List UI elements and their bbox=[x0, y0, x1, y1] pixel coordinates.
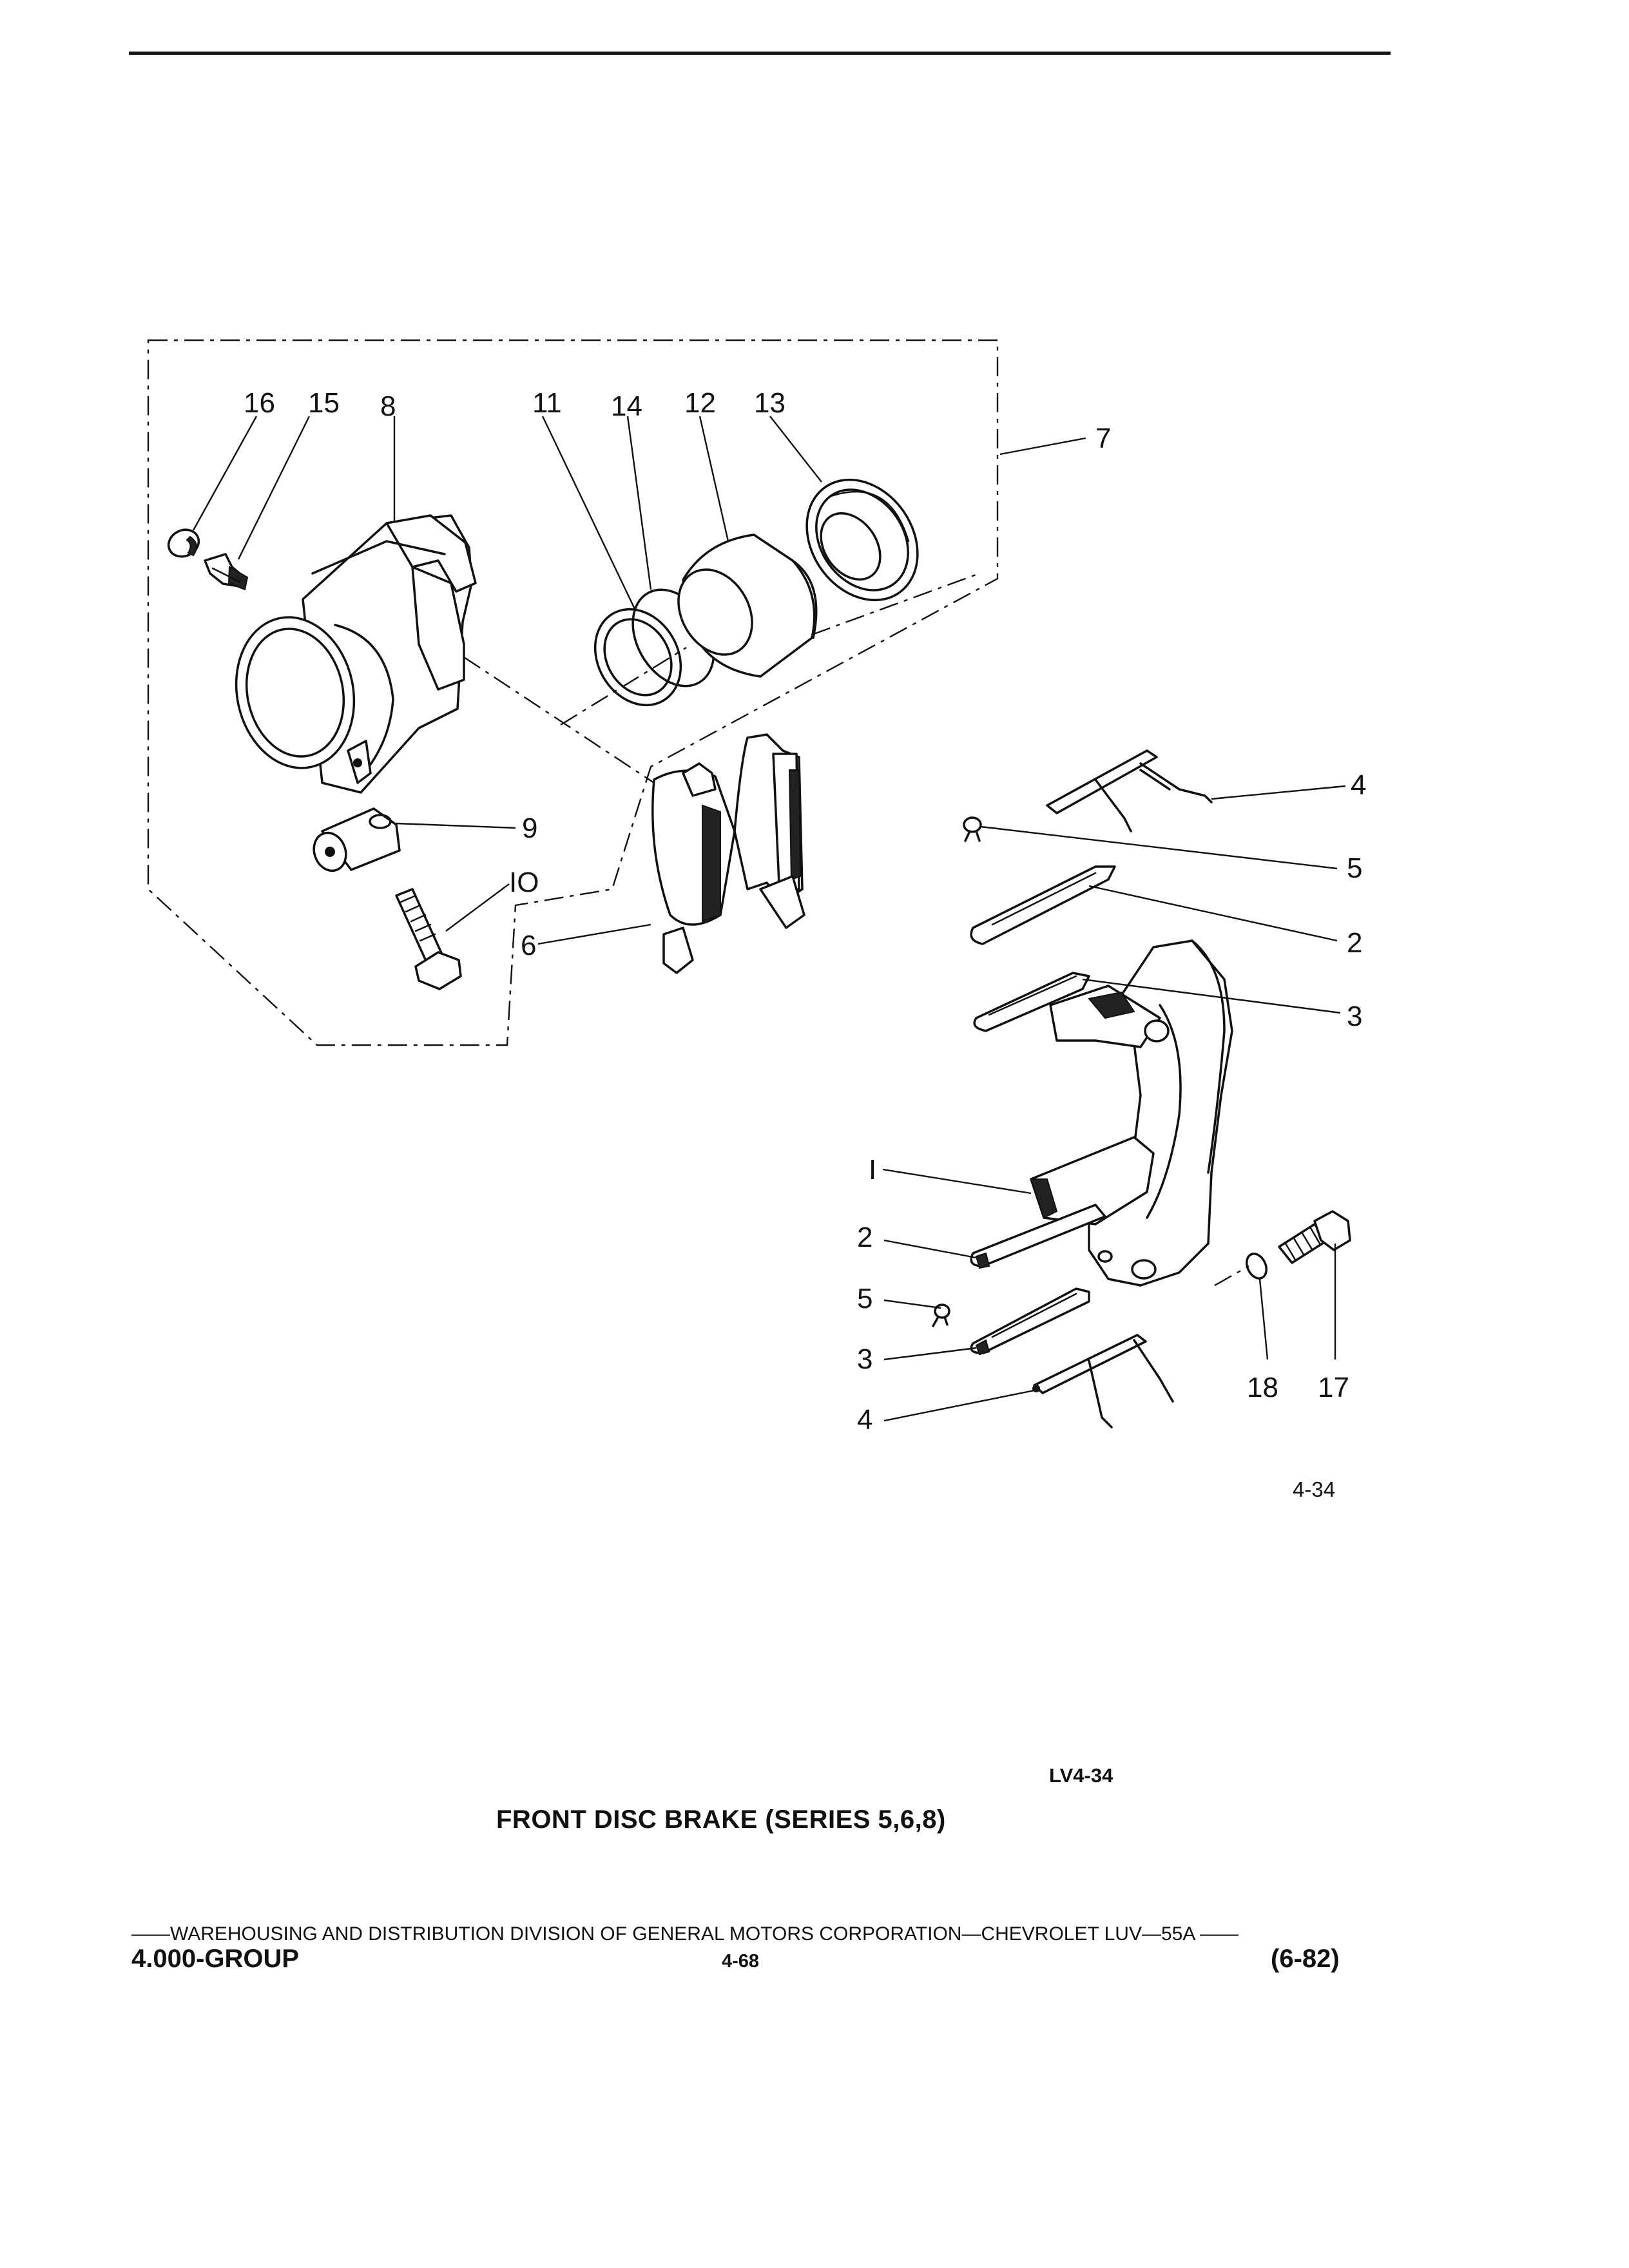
callout-14: 14 bbox=[611, 390, 642, 422]
callout-13: 13 bbox=[754, 387, 786, 419]
figure-small-ref: 4-34 bbox=[1293, 1477, 1336, 1501]
callout-labels: 16 15 8 11 14 12 13 7 9 IO 6 4 5 2 3 I 2… bbox=[244, 387, 1366, 1436]
footer-group: 4.000-GROUP bbox=[131, 1945, 300, 1973]
callout-11: 11 bbox=[532, 387, 562, 419]
dust-boot bbox=[805, 478, 919, 602]
callout-12: 12 bbox=[684, 387, 716, 419]
piston bbox=[677, 533, 818, 678]
top-rule bbox=[129, 52, 1391, 55]
support-plate-upper bbox=[970, 865, 1116, 945]
anti-rattle-spring-upper bbox=[1046, 749, 1213, 832]
callout-7: 7 bbox=[1095, 423, 1111, 454]
bleeder-cap bbox=[167, 528, 200, 558]
callout-6: 6 bbox=[521, 930, 536, 961]
callout-1: I bbox=[869, 1154, 876, 1186]
figure-code: LV4-34 bbox=[1049, 1764, 1113, 1787]
callout-5-lower: 5 bbox=[857, 1283, 872, 1314]
guide-bolt bbox=[395, 888, 462, 990]
guide-sleeve bbox=[313, 807, 401, 872]
callout-2-lower: 2 bbox=[857, 1222, 872, 1253]
mounting-bolt bbox=[1278, 1210, 1351, 1264]
caliper-housing bbox=[235, 514, 477, 794]
callout-3-upper: 3 bbox=[1347, 1001, 1362, 1032]
callout-10: IO bbox=[509, 867, 539, 898]
bleeder-screw bbox=[204, 553, 249, 591]
callout-3-lower: 3 bbox=[857, 1343, 872, 1375]
callout-17: 17 bbox=[1318, 1372, 1349, 1403]
callout-4-lower: 4 bbox=[857, 1404, 872, 1436]
shim-lower bbox=[970, 1287, 1090, 1356]
lock-washer bbox=[1246, 1253, 1268, 1280]
clip-pin-lower bbox=[932, 1303, 950, 1327]
clip-pin-upper bbox=[963, 816, 982, 842]
piston-seal bbox=[593, 608, 682, 707]
footer-revision-date: (6-82) bbox=[1271, 1945, 1340, 1973]
callout-18: 18 bbox=[1247, 1372, 1278, 1403]
callout-8: 8 bbox=[380, 390, 396, 422]
callout-16: 16 bbox=[244, 387, 275, 419]
anti-rattle-spring-lower bbox=[1032, 1334, 1174, 1428]
footer-publisher-line: ——WAREHOUSING AND DISTRIBUTION DIVISION … bbox=[131, 1923, 1239, 1945]
figure-caption: FRONT DISC BRAKE (SERIES 5,6,8) bbox=[496, 1805, 946, 1834]
footer-page-number: 4-68 bbox=[722, 1951, 760, 1972]
brake-pads bbox=[651, 733, 805, 974]
callout-4-upper: 4 bbox=[1351, 769, 1366, 801]
leader-lines bbox=[192, 416, 1346, 1422]
callout-15: 15 bbox=[308, 387, 340, 419]
support-plate-lower bbox=[970, 1204, 1106, 1269]
callout-2-upper: 2 bbox=[1347, 927, 1362, 959]
callout-5-upper: 5 bbox=[1347, 852, 1362, 884]
callout-9: 9 bbox=[522, 812, 537, 844]
caliper-support bbox=[1030, 939, 1233, 1287]
